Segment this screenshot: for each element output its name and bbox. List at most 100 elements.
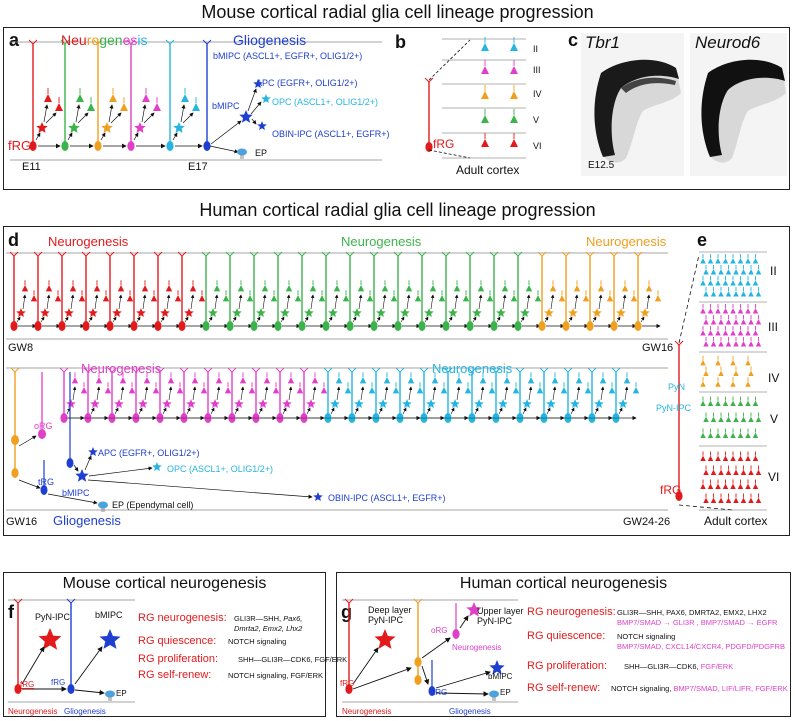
layer-neuron	[703, 291, 709, 297]
panel-f-neurogenesis: Neurogenesis	[8, 707, 58, 716]
radial-glia-endfoot	[395, 367, 405, 373]
pyramidal-neuron	[333, 285, 341, 292]
lineage-arrow	[406, 294, 411, 310]
layer-neuron	[755, 319, 762, 325]
radial-glia	[298, 321, 306, 331]
pyramidal-neuron	[525, 285, 533, 292]
panel-f-rg-neuro-txt1: GLI3R—SHH, Pax6,	[234, 614, 302, 623]
radial-glia-endfoot	[93, 39, 103, 45]
pyramidal-neuron	[510, 295, 518, 302]
lineage-arrow	[450, 407, 455, 415]
layer-neuron	[740, 469, 747, 476]
neurogenesis-letter: u	[78, 32, 87, 48]
pyramidal-neuron	[630, 295, 638, 302]
lineage-arrow	[624, 386, 629, 401]
pyramidal-neuron	[294, 295, 302, 302]
lineage-arrow	[594, 407, 599, 415]
layer-neuron	[755, 269, 762, 275]
radial-glia-endfoot	[465, 251, 475, 257]
orange-rg-soma	[414, 657, 422, 667]
lineage-arrow	[172, 132, 178, 141]
neurogenesis-letter: N	[61, 32, 72, 48]
lineage-arrow	[21, 646, 45, 685]
lineage-arrow	[336, 386, 341, 401]
lineage-arrow	[133, 132, 139, 141]
layer-neuron	[730, 359, 736, 366]
panel-f-drawing	[8, 598, 135, 703]
lineage-arrow	[35, 132, 41, 141]
layer-neuron	[725, 341, 732, 347]
pyramidal-neuron	[512, 387, 520, 394]
panel-d-gw8: GW8	[8, 342, 34, 354]
radial-glia-endfoot	[347, 367, 357, 373]
pyramidal-neuron	[30, 295, 38, 302]
pyramidal-neuron	[192, 103, 200, 111]
radial-glia	[226, 321, 234, 331]
pyramidal-neuron	[560, 387, 568, 394]
layer-neuron	[725, 497, 732, 504]
radial-glia-endfoot	[515, 367, 525, 373]
lineage-arrow	[478, 294, 483, 310]
pyramidal-neuron	[342, 295, 350, 302]
panel-b-caption: Adult cortex	[456, 163, 520, 177]
radial-glia-endfoot	[369, 251, 379, 257]
pyramidal-neuron	[558, 295, 566, 302]
layer-neuron	[718, 341, 724, 347]
layer-neuron	[703, 416, 709, 423]
ep-cell	[98, 501, 108, 509]
layer-neuron	[733, 370, 739, 377]
pyramidal-neuron	[462, 295, 470, 302]
tbr1-insitu-image	[581, 33, 684, 176]
radial-glia-endfoot	[467, 367, 477, 373]
panel-g-rg-prolif-txt: SHH—GLI3R—CDK6, FGF/ERK	[624, 662, 733, 671]
lineage-arrow	[74, 646, 103, 685]
neurogenesis-letter: e	[71, 32, 79, 48]
lineage-arrow	[209, 145, 239, 154]
lineage-arrow	[67, 132, 73, 141]
pyramidal-neuron	[311, 377, 319, 384]
panel-g-rg-quies-txt1: NOTCH signaling	[617, 632, 676, 641]
pyramidal-neuron	[189, 285, 197, 292]
radial-glia	[154, 321, 162, 331]
ipc-star	[496, 308, 506, 317]
panel-g-rg-neuro-txt1: GLI3R—SHH, PAX6, DMRTA2, EMX2, LHX2	[617, 608, 767, 617]
panel-d-org: oRG	[34, 421, 53, 431]
pyramidal-neuron	[261, 285, 269, 292]
lineage-arrow	[182, 112, 194, 124]
layer-neuron	[745, 455, 751, 462]
radial-glia-endfoot	[57, 251, 67, 257]
ep-cell	[105, 690, 115, 698]
panel-f-rg-neuro-txt1a: GLI3R—SHH,	[234, 614, 282, 623]
lineage-arrow	[136, 316, 141, 323]
obin-ipc-star	[313, 492, 323, 501]
layer-neuron	[722, 432, 729, 439]
layer-neuron	[730, 432, 736, 439]
layer-neuron	[733, 291, 739, 297]
ipc-star	[36, 122, 48, 133]
lineage-arrow	[459, 615, 469, 629]
frg-radial-glia-endfoot	[674, 340, 684, 346]
pyramidal-neuron	[357, 285, 365, 292]
lineage-arrow	[141, 104, 147, 123]
radial-glia-endfoot	[28, 39, 38, 45]
layer-neuron	[737, 280, 744, 286]
layer-neuron	[700, 432, 706, 439]
layer-neuron	[745, 381, 751, 387]
panel-a-neurogenesis-label: Neurogenesis	[61, 32, 148, 48]
lineage-arrow	[312, 386, 317, 401]
layer-neuron	[722, 258, 729, 264]
layer-neuron	[730, 330, 736, 336]
lineage-arrow	[616, 316, 621, 323]
pyramidal-neuron	[141, 285, 149, 292]
lineage-arrow	[598, 294, 603, 310]
radial-glia-endfoot	[611, 367, 621, 373]
dashed-guide	[678, 504, 734, 511]
radial-glia-endfoot	[60, 39, 70, 45]
pyramidal-neuron	[440, 387, 448, 394]
pyramidal-neuron	[263, 377, 271, 384]
panel-f-rg-neuro-txt1b: Pax6,	[281, 614, 303, 623]
layer-neuron	[707, 455, 714, 462]
ipc-star	[522, 399, 532, 408]
layer-neuron	[707, 483, 714, 490]
layer-neuron	[752, 400, 759, 407]
